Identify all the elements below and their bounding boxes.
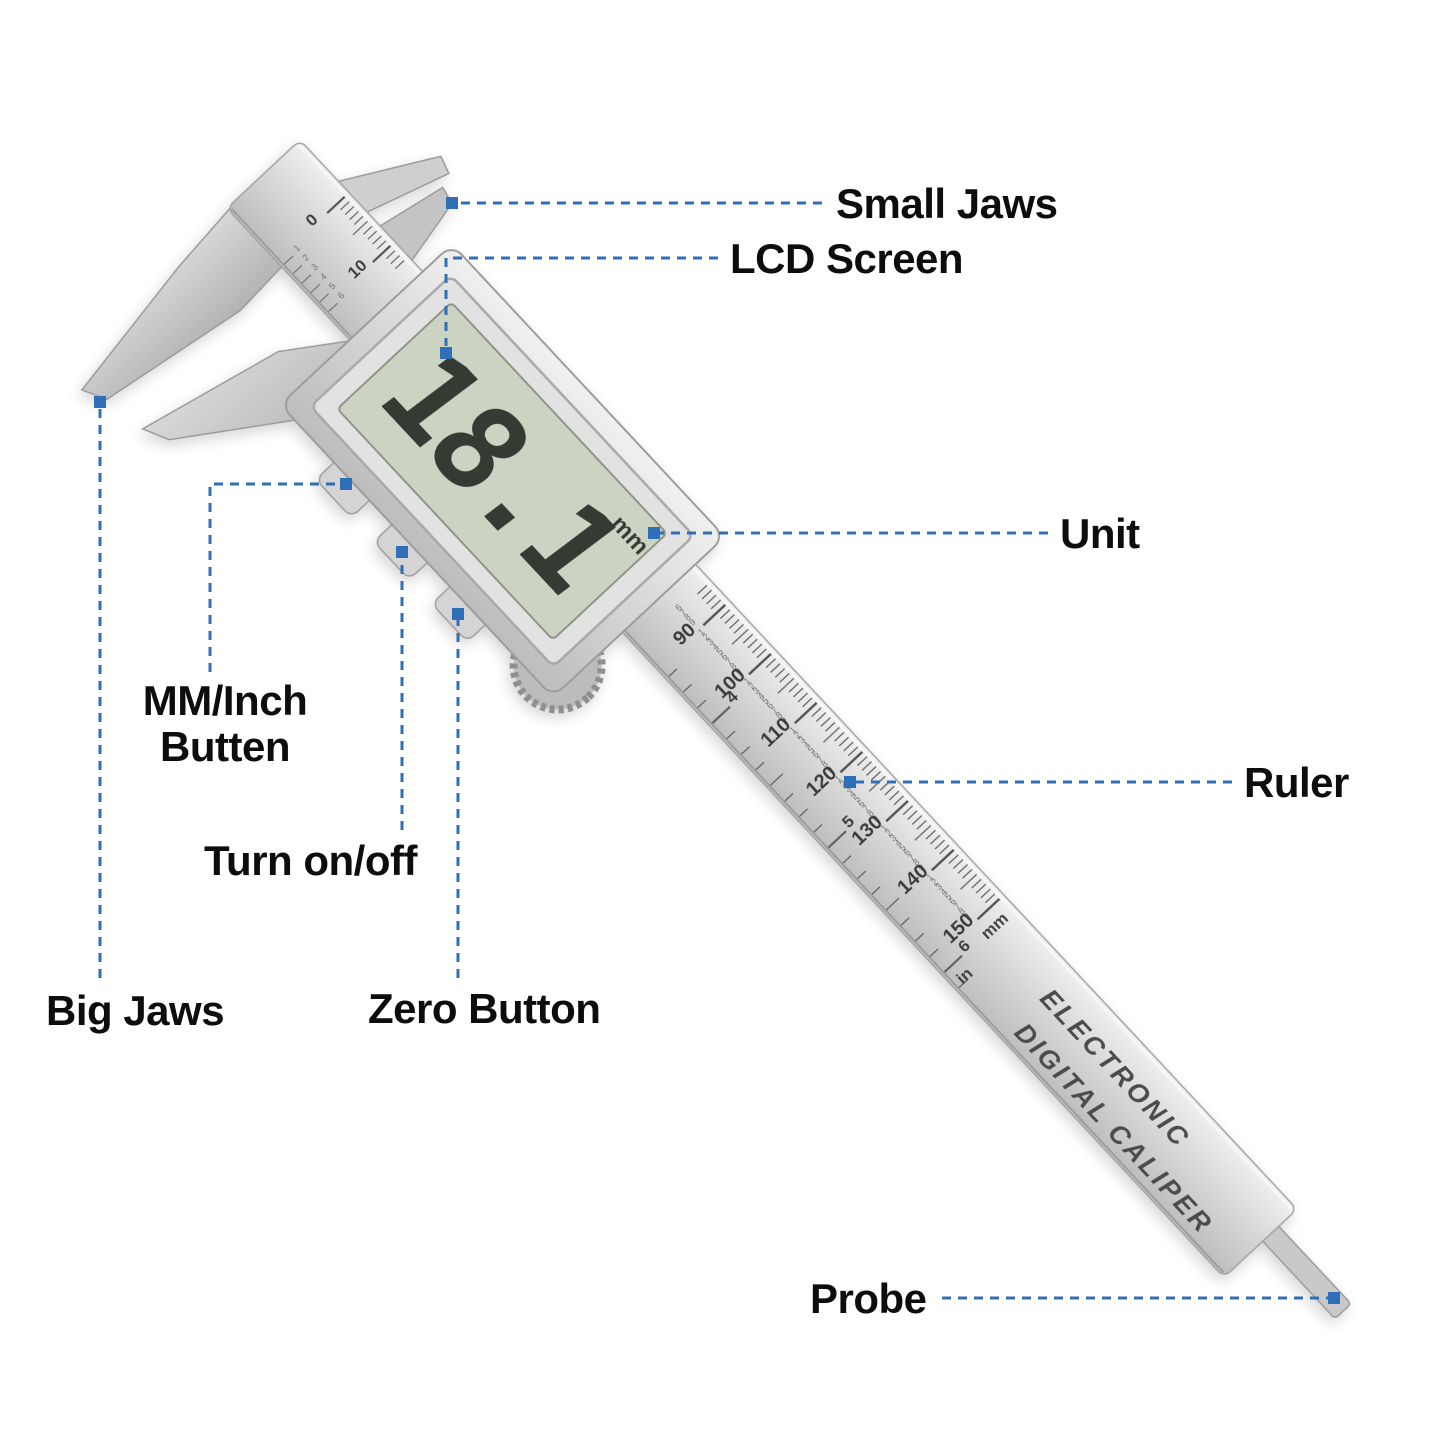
svg-text:5: 5: [897, 842, 907, 853]
label-big-jaws: Big Jaws: [46, 987, 225, 1034]
label-lcd-screen: LCD Screen: [730, 235, 964, 282]
svg-text:5: 5: [852, 793, 862, 804]
svg-text:1: 1: [925, 872, 935, 883]
svg-text:5: 5: [943, 891, 953, 902]
svg-text:3: 3: [934, 882, 944, 893]
svg-text:5: 5: [327, 281, 337, 292]
anchor-dot-mm-inch-button: [340, 478, 352, 490]
svg-text:9: 9: [687, 617, 697, 628]
anchor-dot-zero-button: [452, 608, 464, 620]
svg-text:6: 6: [719, 651, 729, 662]
svg-text:6: 6: [673, 602, 683, 613]
svg-text:9: 9: [824, 764, 834, 775]
label-unit: Unit: [1060, 510, 1140, 557]
anchor-dot-big-jaws: [94, 396, 106, 408]
svg-text:3: 3: [842, 784, 852, 795]
svg-text:3: 3: [797, 735, 807, 746]
svg-text:7: 7: [815, 754, 825, 765]
svg-text:6: 6: [856, 798, 866, 809]
svg-text:4: 4: [318, 271, 328, 282]
svg-text:6: 6: [948, 896, 958, 907]
anchor-dot-lcd-screen: [440, 347, 452, 359]
svg-text:9: 9: [778, 715, 788, 726]
label-probe: Probe: [810, 1275, 927, 1322]
svg-text:3: 3: [309, 262, 319, 273]
label-mm-inch-line1: MM/Inch: [142, 677, 308, 724]
svg-text:7: 7: [769, 705, 779, 716]
svg-text:2: 2: [929, 877, 939, 888]
svg-text:9: 9: [916, 862, 926, 873]
svg-text:5: 5: [806, 744, 816, 755]
svg-text:1: 1: [696, 627, 706, 638]
anchor-dot-ruler: [844, 776, 856, 788]
svg-text:7: 7: [861, 803, 871, 814]
svg-text:7: 7: [952, 901, 962, 912]
label-turn-on-off: Turn on/off: [204, 837, 417, 884]
svg-text:9: 9: [733, 666, 743, 677]
svg-text:1: 1: [833, 774, 843, 785]
svg-text:1: 1: [292, 243, 302, 254]
label-mm-inch-line2: Butten: [160, 723, 290, 771]
svg-text:6: 6: [902, 847, 912, 858]
svg-text:9: 9: [870, 813, 880, 824]
anchor-dot-unit: [648, 527, 660, 539]
leader-lines: [94, 197, 1340, 1304]
svg-text:2: 2: [746, 681, 756, 692]
svg-text:2: 2: [838, 779, 848, 790]
svg-text:8: 8: [683, 612, 693, 623]
leader-mm-inch-button: [208, 482, 340, 672]
label-zero-button: Zero Button: [368, 985, 601, 1032]
svg-text:3: 3: [888, 833, 898, 844]
svg-text:4: 4: [756, 690, 766, 701]
svg-text:8: 8: [774, 710, 784, 721]
svg-text:8: 8: [865, 808, 875, 819]
svg-text:2: 2: [701, 632, 711, 643]
svg-text:2: 2: [792, 730, 802, 741]
svg-text:4: 4: [893, 837, 903, 848]
svg-text:7: 7: [906, 852, 916, 863]
label-ruler: Ruler: [1244, 759, 1349, 806]
svg-text:3: 3: [705, 637, 715, 648]
svg-text:2: 2: [884, 828, 894, 839]
svg-text:1: 1: [788, 725, 798, 736]
svg-text:4: 4: [710, 641, 720, 652]
svg-text:5: 5: [714, 646, 724, 657]
svg-text:8: 8: [957, 906, 967, 917]
svg-text:7: 7: [678, 607, 688, 618]
anchor-dot-small-jaws: [446, 197, 458, 209]
svg-text:4: 4: [801, 739, 811, 750]
svg-text:2: 2: [301, 252, 311, 263]
svg-text:1: 1: [879, 823, 889, 834]
anchor-dot-turn-on-off: [396, 546, 408, 558]
svg-text:8: 8: [820, 759, 830, 770]
label-small-jaws: Small Jaws: [836, 180, 1058, 227]
svg-text:8: 8: [728, 661, 738, 672]
anchor-dot-probe: [1328, 1292, 1340, 1304]
svg-text:8: 8: [911, 857, 921, 868]
leader-lcd-screen: [444, 256, 718, 346]
svg-text:6: 6: [765, 700, 775, 711]
caliper-illustration: 9012345678910012345678911012345678912012…: [80, 142, 1351, 1318]
svg-text:5: 5: [760, 695, 770, 706]
svg-text:1: 1: [742, 676, 752, 687]
svg-text:6: 6: [336, 290, 346, 301]
label-mm-inch-button: MM/Inch Butten: [95, 677, 355, 771]
svg-text:7: 7: [724, 656, 734, 667]
svg-text:6: 6: [810, 749, 820, 760]
svg-text:4: 4: [847, 788, 857, 799]
lcd-screen: [338, 303, 666, 639]
svg-text:9: 9: [961, 911, 971, 922]
svg-text:3: 3: [751, 686, 761, 697]
svg-text:4: 4: [938, 886, 948, 897]
